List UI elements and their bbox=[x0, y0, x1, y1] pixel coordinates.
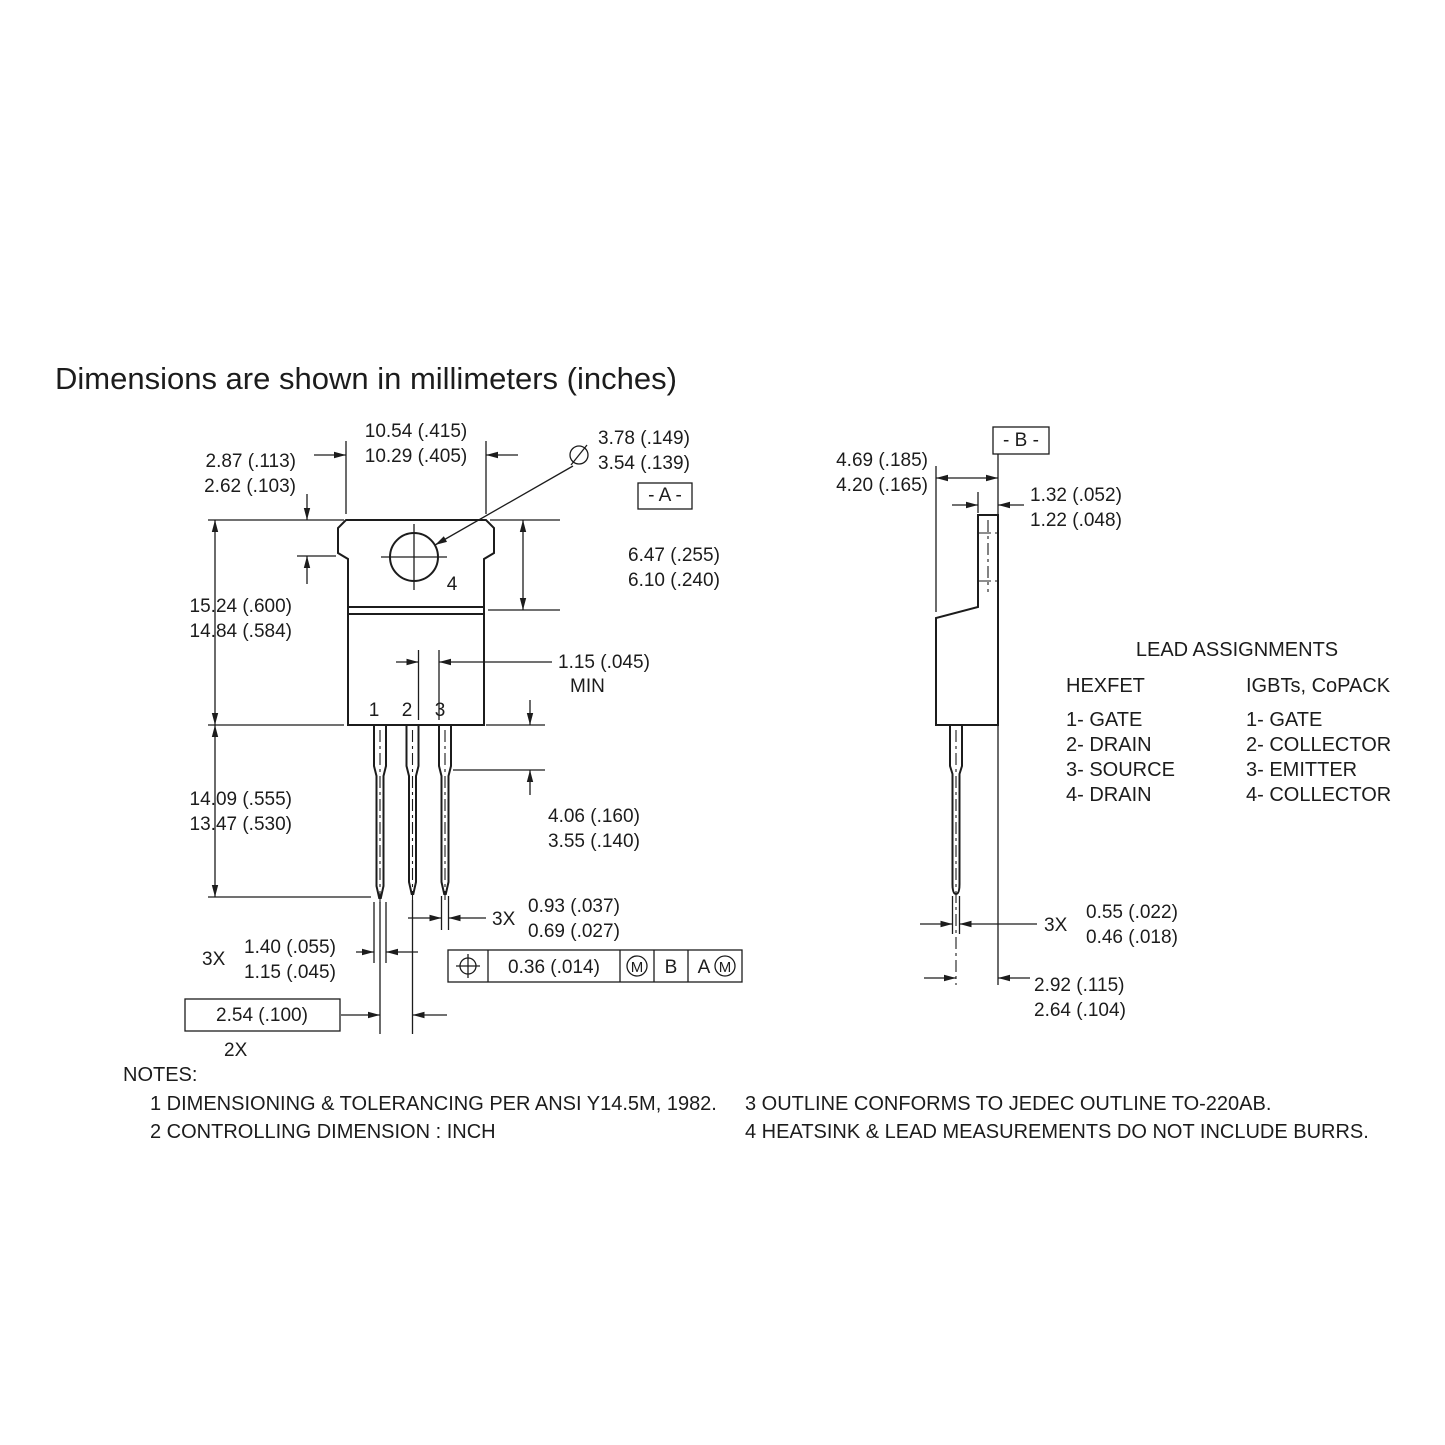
dim-lead-pitch-count: 2X bbox=[224, 1040, 248, 1061]
dim-lead-clearance-value: 1.15 (.045) bbox=[558, 652, 650, 673]
dim-tab-height-max: 6.47 (.255) bbox=[628, 545, 720, 566]
datum-b-frame: - B - bbox=[992, 426, 1050, 455]
side-package-outline bbox=[935, 514, 999, 985]
igbt-header: IGBTs, CoPACK bbox=[1246, 675, 1391, 697]
material-condition-icon: M bbox=[714, 955, 736, 977]
datum-a-frame: - A - bbox=[637, 482, 693, 510]
dim-lead-to-back-min: 2.64 (.104) bbox=[1034, 1000, 1126, 1021]
dim-overall-thickness-max: 4.69 (.185) bbox=[836, 450, 928, 471]
fcf-modifier-2: M bbox=[719, 959, 732, 976]
dim-body-height-max: 15.24 (.600) bbox=[190, 596, 292, 617]
dim-lead-thickness-max: 0.55 (.022) bbox=[1086, 902, 1178, 923]
hexfet-pin-3: 3- SOURCE bbox=[1066, 759, 1175, 781]
dim-lead-shoulder-max: 4.06 (.160) bbox=[548, 806, 640, 827]
note-4: 4 HEATSINK & LEAD MEASUREMENTS DO NOT IN… bbox=[745, 1121, 1369, 1143]
dim-lead-shoulder-min: 3.55 (.140) bbox=[548, 831, 640, 852]
hexfet-header: HEXFET bbox=[1066, 675, 1145, 697]
diameter-icon bbox=[569, 444, 589, 466]
igbt-pin-3: 3- EMITTER bbox=[1246, 759, 1357, 781]
dim-lead-to-back-max: 2.92 (.115) bbox=[1034, 975, 1124, 996]
dim-tab-width-min: 10.29 (.405) bbox=[365, 446, 467, 467]
side-view: - B - 4 bbox=[836, 426, 1178, 1021]
dim-lead-base-width-max: 1.40 (.055) bbox=[244, 937, 336, 958]
pin-3-label: 3 bbox=[435, 700, 446, 721]
notes-section: NOTES: 1 DIMENSIONING & TOLERANCING PER … bbox=[123, 1064, 1369, 1143]
dim-lead-length-min: 13.47 (.530) bbox=[190, 814, 292, 835]
dim-tab-height-min: 6.10 (.240) bbox=[628, 570, 720, 591]
dim-tab-thickness-max: 1.32 (.052) bbox=[1030, 485, 1122, 506]
lead-assignments: LEAD ASSIGNMENTS HEXFET IGBTs, CoPACK 1-… bbox=[1066, 639, 1391, 806]
hexfet-pin-1: 1- GATE bbox=[1066, 709, 1142, 731]
dim-lead-pitch-frame: 2.54 (.100) 2X bbox=[184, 998, 341, 1061]
dim-lead-tip-width-max: 0.93 (.037) bbox=[528, 896, 620, 917]
dim-notch-offset-min: 2.62 (.103) bbox=[204, 476, 296, 497]
front-dimension-lines bbox=[211, 451, 574, 1019]
notes-heading: NOTES: bbox=[123, 1064, 197, 1086]
pin-4-label: 4 bbox=[447, 574, 458, 595]
fcf-tolerance: 0.36 (.014) bbox=[508, 957, 600, 978]
fcf-datum-1: B bbox=[665, 957, 678, 978]
pin-1-label: 1 bbox=[369, 700, 380, 721]
pin-2-label: 2 bbox=[402, 700, 413, 721]
page-title: Dimensions are shown in millimeters (inc… bbox=[55, 361, 677, 396]
datum-b-label: - B - bbox=[1003, 430, 1039, 451]
dim-lead-length-max: 14.09 (.555) bbox=[190, 789, 292, 810]
dim-lead-base-width-count: 3X bbox=[202, 949, 226, 970]
note-2: 2 CONTROLLING DIMENSION : INCH bbox=[150, 1121, 496, 1143]
front-view: 1 2 3 4 bbox=[184, 421, 743, 1061]
dim-tab-thickness-min: 1.22 (.048) bbox=[1030, 510, 1122, 531]
hexfet-pin-4: 4- DRAIN bbox=[1066, 784, 1152, 806]
dim-lead-base-width-min: 1.15 (.045) bbox=[244, 962, 336, 983]
datum-a-label: - A - bbox=[648, 485, 682, 506]
igbt-pin-1: 1- GATE bbox=[1246, 709, 1322, 731]
feature-control-frame: 0.36 (.014) M B A M bbox=[447, 949, 743, 983]
note-3: 3 OUTLINE CONFORMS TO JEDEC OUTLINE TO-2… bbox=[745, 1093, 1271, 1115]
dim-hole-diameter-max: 3.78 (.149) bbox=[598, 428, 690, 449]
dim-tab-width-max: 10.54 (.415) bbox=[365, 421, 467, 442]
true-position-icon bbox=[456, 954, 480, 978]
igbt-pin-4: 4- COLLECTOR bbox=[1246, 784, 1391, 806]
material-condition-icon: M bbox=[626, 955, 648, 977]
dim-lead-clearance-qualifier: MIN bbox=[570, 676, 605, 697]
side-dimension-lines bbox=[920, 474, 1037, 982]
dim-notch-offset-max: 2.87 (.113) bbox=[206, 451, 296, 472]
dim-lead-tip-width-min: 0.69 (.027) bbox=[528, 921, 620, 942]
dim-overall-thickness-min: 4.20 (.165) bbox=[836, 475, 928, 496]
fcf-modifier-1: M bbox=[631, 959, 644, 976]
igbt-pin-2: 2- COLLECTOR bbox=[1246, 734, 1391, 756]
note-1: 1 DIMENSIONING & TOLERANCING PER ANSI Y1… bbox=[150, 1093, 717, 1115]
front-package-outline bbox=[337, 519, 495, 726]
dim-body-height-min: 14.84 (.584) bbox=[190, 621, 292, 642]
side-extension-lines bbox=[935, 466, 979, 934]
dim-hole-diameter-min: 3.54 (.139) bbox=[598, 453, 690, 474]
dim-lead-pitch-value: 2.54 (.100) bbox=[216, 1005, 308, 1026]
lead-assignments-title: LEAD ASSIGNMENTS bbox=[1136, 639, 1338, 661]
hexfet-pin-2: 2- DRAIN bbox=[1066, 734, 1152, 756]
dim-lead-tip-width-count: 3X bbox=[492, 909, 516, 930]
front-leads bbox=[373, 725, 452, 904]
fcf-datum-2: A bbox=[698, 957, 711, 978]
dim-lead-thickness-min: 0.46 (.018) bbox=[1086, 927, 1178, 948]
dim-lead-thickness-count: 3X bbox=[1044, 915, 1068, 936]
